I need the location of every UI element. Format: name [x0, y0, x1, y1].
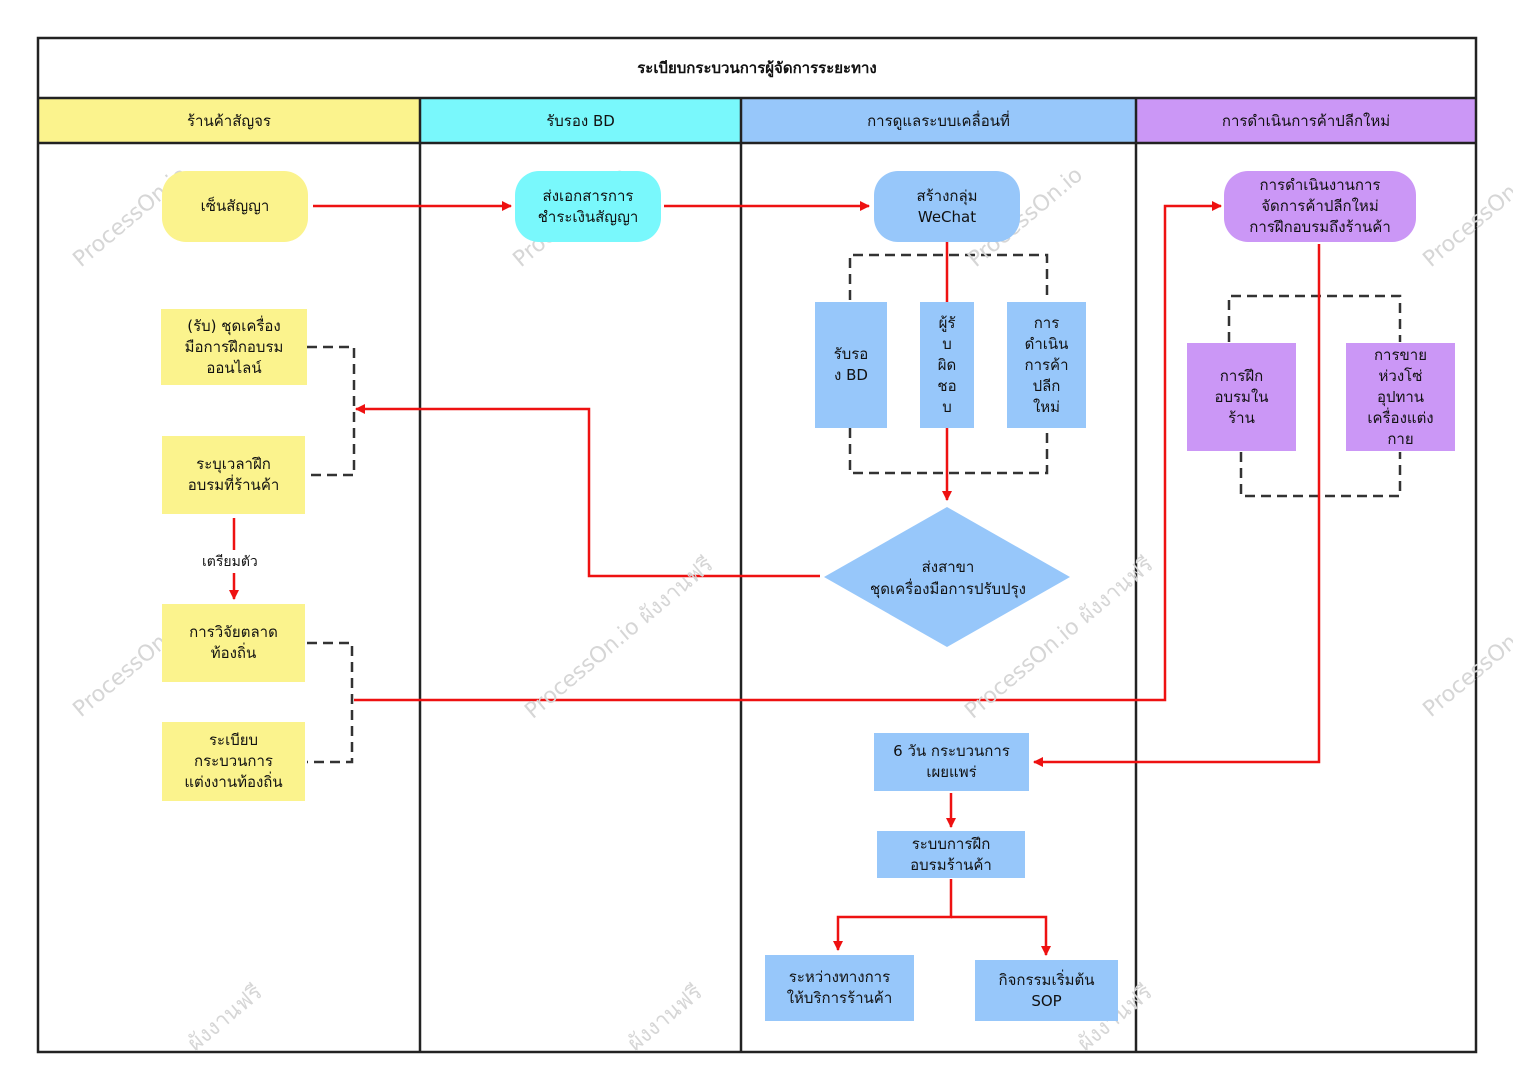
node-schedule-training: ระบุเวลาฝึก อบรมที่ร้านค้า [162, 436, 305, 514]
node-receive-kit: (รับ) ชุดเครื่อง มือการฝึกอบรม ออนไลน์ [161, 309, 307, 385]
bracket-left-bottom [307, 641, 354, 764]
lane-header-retail: การดำเนินการค้าปลีกใหม่ [1221, 111, 1391, 130]
arrow-research-to-retail [354, 201, 1222, 702]
decision-text: ส่งสาขา ชุดเครื่องมือการปรับปรุง [826, 548, 1070, 608]
node-local-process: ระเบียบ กระบวนการ แต่งงานท้องถิ่น [162, 722, 305, 801]
bracket-mobile-top [848, 253, 1049, 300]
node-new-retail-ops: การ ดำเนิน การค้า ปลีก ใหม่ [1007, 302, 1086, 428]
lane-header-bg-3 [741, 98, 1136, 143]
node-in-store-training: การฝึก อบรมใน ร้าน [1187, 343, 1296, 451]
node-retail-management: การดำเนินงานการ จัดการค้าปลีกใหม่ การฝึก… [1224, 171, 1416, 242]
node-sales-supplies: การขาย ห่วงโซ่ อุปทาน เครื่องแต่ง กาย [1346, 343, 1455, 451]
lane-header-store: ร้านค้าสัญจร [187, 111, 271, 130]
arrow-diamond-to-left [355, 404, 820, 578]
lane-header-bd: รับรอง BD [546, 111, 615, 130]
node-create-wechat: สร้างกลุ่ม WeChat [874, 171, 1020, 242]
node-store-service: ระหว่างทางการ ให้บริการร้านค้า [765, 955, 914, 1021]
node-send-payment-docs: ส่งเอกสารการ ชำระเงินสัญญา [515, 171, 661, 242]
diagram-title: ระเบียบกระบวนการผู้จัดการระยะทาง [637, 59, 877, 77]
lane-header-bg-2 [420, 98, 741, 143]
lane-header-bg-4 [1136, 98, 1476, 143]
lane-header-bg-1 [38, 98, 420, 143]
arrow-retail-to-sixday [1033, 244, 1321, 767]
node-sop-start: กิจกรรมเริ่มต้น SOP [975, 960, 1118, 1021]
node-six-day-process: 6 วัน กระบวนการ เผยแพร่ [874, 733, 1029, 791]
edge-label-prepare: เตรียมตัว [200, 551, 260, 573]
diagram-frame [36, 36, 1478, 1054]
bracket-retail-top [1227, 294, 1402, 342]
node-sign-contract: เซ็นสัญญา [162, 171, 308, 242]
bracket-left-top [307, 345, 356, 477]
bracket-retail-bottom [1239, 452, 1402, 498]
bracket-mobile-bottom [848, 428, 1049, 475]
decision-line-2: ชุดเครื่องมือการปรับปรุง [870, 580, 1026, 598]
decision-diamond [824, 507, 1070, 647]
arrow-training-split [833, 879, 953, 951]
lane-header-mobile: การดูแลระบบเคลื่อนที่ [867, 111, 1010, 130]
decision-line-1: ส่งสาขา [921, 558, 975, 576]
node-market-research: การวิจัยตลาด ท้องถิ่น [162, 604, 305, 682]
node-bd-cert: รับรอ ง BD [815, 302, 887, 428]
arrow-training-to-sop [951, 915, 1051, 956]
node-person-in-charge: ผู้รั บ ผิด ชอ บ [920, 302, 974, 428]
node-store-training-system: ระบบการฝึก อบรมร้านค้า [877, 831, 1025, 878]
